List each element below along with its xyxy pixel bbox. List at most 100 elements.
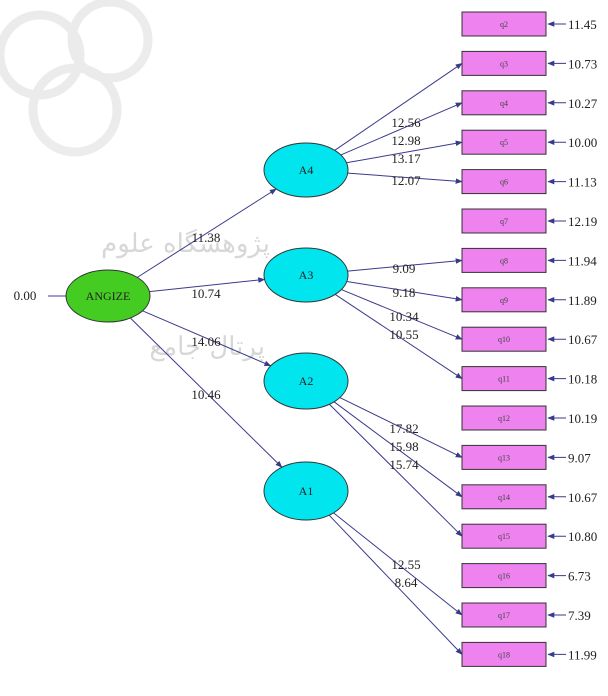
indicator-error-value: 10.27: [568, 96, 598, 111]
latent-ellipse: [263, 142, 349, 198]
loading-value: 15.98: [389, 439, 418, 454]
latent-a3[interactable]: A3: [263, 247, 349, 303]
loading-arrow: [329, 403, 463, 537]
indicator-box: [461, 247, 547, 273]
indicator-error-value: 6.73: [568, 569, 591, 584]
indicator-error-value: 11.94: [568, 253, 597, 268]
loading-value: 17.82: [389, 421, 418, 436]
indicator-box: [461, 129, 547, 155]
indicator-error-value: 11.13: [568, 175, 597, 190]
indicator-q8[interactable]: q8: [461, 247, 547, 273]
loading-value: 12.98: [391, 133, 420, 148]
watermark-text-2: پرتال جامع: [149, 332, 265, 362]
indicator-box: [461, 641, 547, 667]
indicator-label: q10: [498, 335, 510, 344]
watermark-emblem-icon: [0, 0, 153, 157]
loading-arrow: [347, 172, 463, 184]
indicator-label: q7: [500, 217, 508, 226]
loading-value: 12.56: [391, 115, 421, 130]
indicator-q10[interactable]: q10: [461, 326, 547, 352]
loading-arrow: [334, 293, 463, 380]
latent-label: A4: [299, 163, 314, 177]
indicator-label: q8: [500, 256, 508, 265]
root-factor[interactable]: ANGIZE: [65, 269, 151, 323]
indicator-error-value: 10.18: [568, 372, 597, 387]
indicator-box: [461, 326, 547, 352]
latent-a4[interactable]: A4: [263, 142, 349, 198]
indicator-error-value: 10.19: [568, 411, 597, 426]
loading-value: 12.55: [391, 557, 420, 572]
indicator-q12[interactable]: q12: [461, 405, 547, 431]
indicator-label: q11: [498, 375, 510, 384]
latent-label: A3: [299, 268, 314, 282]
loading-value: 10.34: [389, 309, 419, 324]
loading-value: 13.17: [391, 151, 421, 166]
loading-arrow: [333, 401, 463, 498]
indicator-label: q3: [500, 59, 508, 68]
indicator-box: [461, 602, 547, 628]
indicator-error-value: 11.45: [568, 17, 597, 32]
root-path-value: 10.46: [191, 387, 221, 402]
indicator-label: q6: [500, 178, 508, 187]
root-path-value: 11.38: [192, 230, 221, 245]
indicator-error-value: 11.99: [568, 647, 597, 662]
indicator-box: [461, 169, 547, 195]
indicator-q4[interactable]: q4: [461, 90, 547, 116]
indicator-q13[interactable]: q13: [461, 444, 547, 470]
root-error-value: 0.00: [14, 288, 37, 303]
indicator-error-value: 10.80: [568, 529, 597, 544]
loading-arrow: [328, 514, 463, 655]
latent-label: A2: [299, 374, 314, 388]
loading-value: 12.07: [391, 173, 421, 188]
indicator-error-value: 9.07: [568, 450, 591, 465]
indicator-box: [461, 90, 547, 116]
indicator-error-value: 11.89: [568, 293, 597, 308]
nodes: ANGIZE 0.00 A4 A3 A2 A1 11.38 10.74 14.0…: [14, 11, 598, 667]
indicator-label: q18: [498, 650, 510, 659]
latent-ellipse: [263, 352, 349, 410]
indicator-q9[interactable]: q9: [461, 287, 547, 313]
indicator-label: q2: [500, 20, 508, 29]
indicator-label: q5: [500, 138, 508, 147]
indicator-label: q13: [498, 453, 510, 462]
latent-ellipse: [263, 247, 349, 303]
indicator-q3[interactable]: q3: [461, 50, 547, 76]
loading-arrow: [346, 280, 463, 302]
indicator-error-value: 12.19: [568, 214, 597, 229]
latent-a1[interactable]: A1: [263, 461, 349, 521]
indicator-box: [461, 405, 547, 431]
indicator-error-value: 10.67: [568, 490, 598, 505]
indicator-error-value: 10.00: [568, 135, 597, 150]
indicator-box: [461, 50, 547, 76]
indicator-error-value: 10.67: [568, 332, 598, 347]
indicator-box: [461, 563, 547, 589]
loading-value: 15.74: [389, 457, 419, 472]
indicator-q15[interactable]: q15: [461, 523, 547, 549]
indicator-label: q16: [498, 572, 510, 581]
indicator-q6[interactable]: q6: [461, 169, 547, 195]
root-ellipse: [65, 269, 151, 323]
root-path-arrow: [137, 188, 277, 278]
latent-a2[interactable]: A2: [263, 352, 349, 410]
indicator-q18[interactable]: q18: [461, 641, 547, 667]
root-path-arrow: [142, 310, 272, 367]
loading-arrow: [339, 397, 463, 458]
indicator-q2[interactable]: q2: [461, 11, 547, 37]
loading-value: 9.09: [393, 261, 416, 276]
indicator-q5[interactable]: q5: [461, 129, 547, 155]
loading-value: 8.64: [395, 575, 418, 590]
loading-arrow: [341, 289, 463, 340]
indicator-q16[interactable]: q16: [461, 563, 547, 589]
indicator-q17[interactable]: q17: [461, 602, 547, 628]
indicator-q11[interactable]: q11: [461, 366, 547, 392]
indicator-error-value: 7.39: [568, 608, 591, 623]
indicator-box: [461, 366, 547, 392]
indicator-q14[interactable]: q14: [461, 484, 547, 510]
indicator-box: [461, 484, 547, 510]
loading-arrow: [334, 62, 463, 151]
loading-arrow: [340, 102, 463, 156]
indicator-label: q14: [498, 493, 510, 502]
root-path-value: 14.06: [191, 334, 221, 349]
loading-arrow: [347, 258, 463, 272]
indicator-q7[interactable]: q7: [461, 208, 547, 234]
